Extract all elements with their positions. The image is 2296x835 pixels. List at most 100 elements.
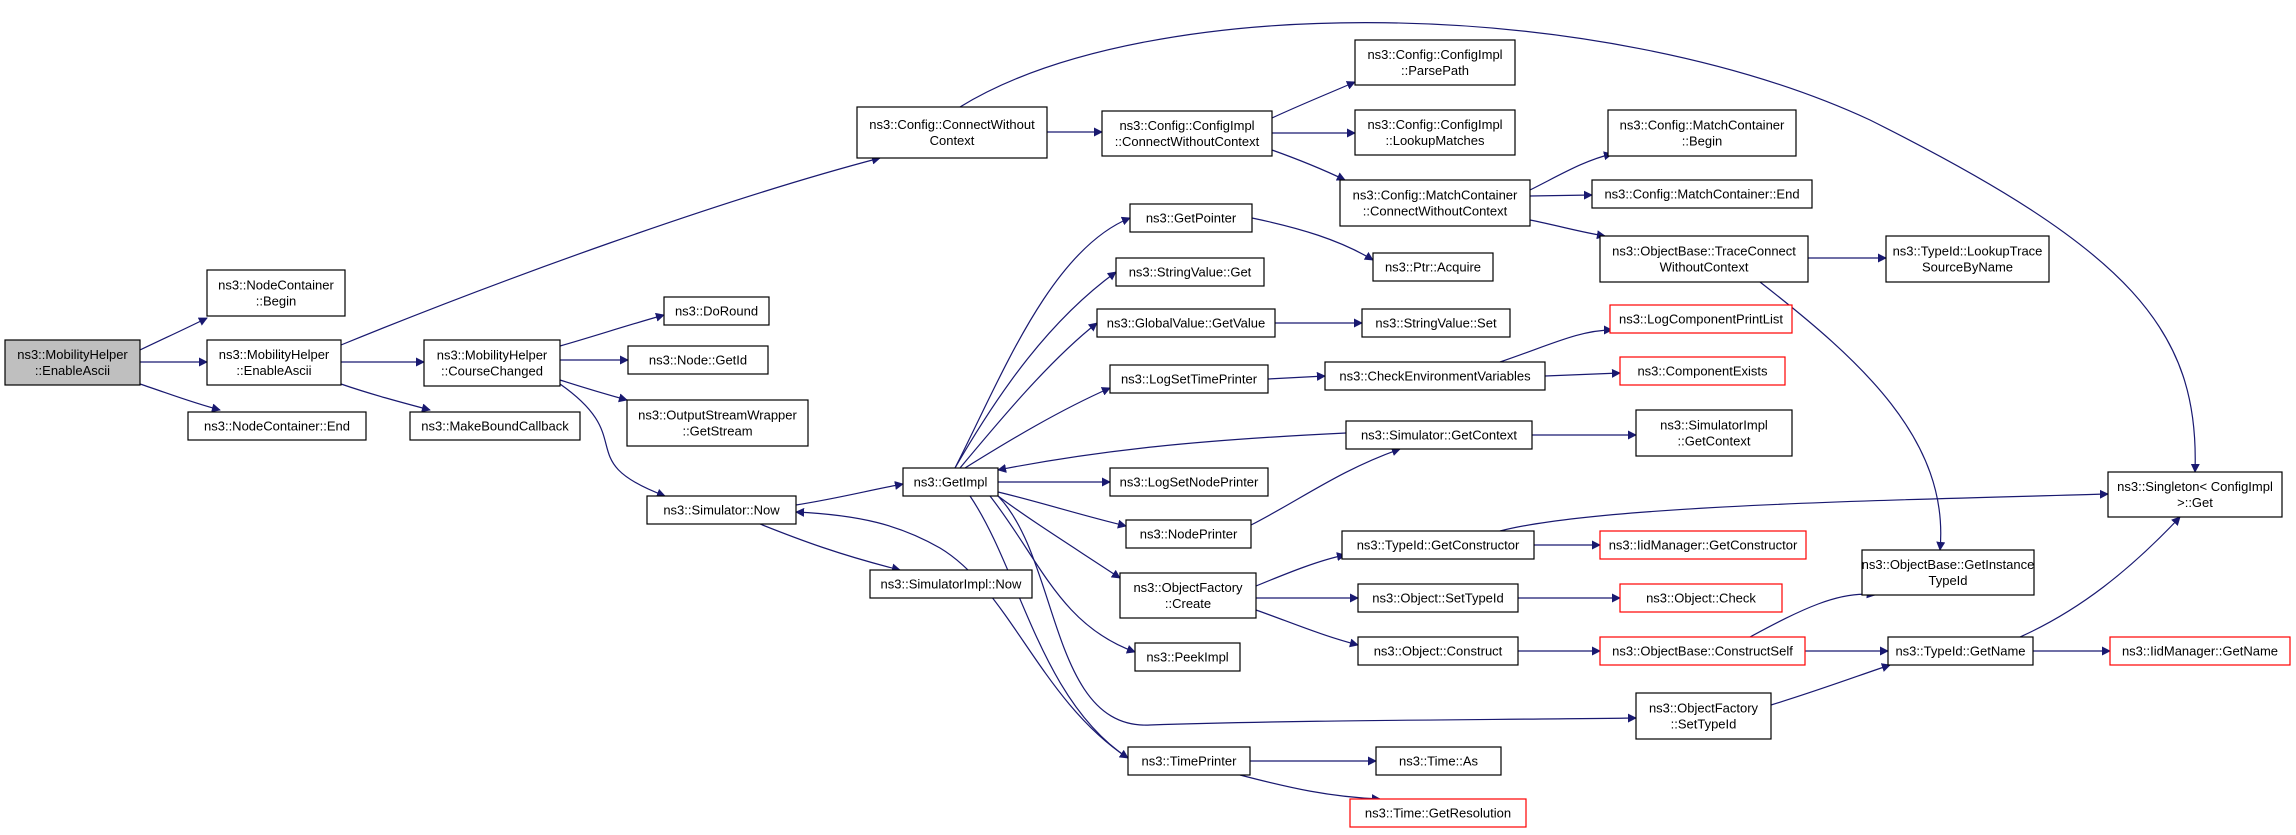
function-node[interactable]: ns3::Ptr::Acquire xyxy=(1372,252,1494,282)
node-label: ns3::Object::Check xyxy=(1646,591,1756,606)
node-box xyxy=(206,269,346,317)
function-node[interactable]: ns3::Config::ConnectWithoutContext xyxy=(856,106,1048,159)
node-label: ::CourseChanged xyxy=(441,364,543,379)
node-box xyxy=(1101,110,1273,157)
node-label: Context xyxy=(930,133,975,148)
node-box xyxy=(1354,39,1516,86)
node-label: ::GetStream xyxy=(682,424,752,439)
node-label: ns3::TypeId::GetName xyxy=(1895,644,2025,659)
call-edge-n4-to-n8 xyxy=(959,22,2200,473)
function-node[interactable]: ns3::MakeBoundCallback xyxy=(409,411,581,441)
function-node[interactable]: ns3::TypeId::GetName xyxy=(1887,636,2034,666)
node-box xyxy=(1591,179,1813,209)
function-node[interactable]: ns3::ObjectFactory::SetTypeId xyxy=(1635,692,1772,740)
function-node[interactable]: ns3::MobilityHelper::EnableAscii xyxy=(4,339,141,386)
node-label: ::ConnectWithoutContext xyxy=(1363,204,1508,219)
function-node[interactable]: ns3::Object::Construct xyxy=(1357,636,1519,666)
call-edge-n13-to-n35 xyxy=(997,491,1127,529)
function-node[interactable]: ns3::ObjectBase::TraceConnectWithoutCont… xyxy=(1599,235,1809,283)
function-node[interactable]: ns3::NodeContainer::End xyxy=(187,411,367,441)
node-box xyxy=(1109,467,1269,497)
node-box xyxy=(1324,361,1546,391)
call-edge-n13-to-n47 xyxy=(969,495,1129,759)
function-node[interactable]: ns3::MobilityHelper::EnableAscii xyxy=(206,339,342,386)
function-node[interactable]: ns3::IidManager::GetName xyxy=(2109,636,2291,666)
node-label: ns3::MobilityHelper xyxy=(437,348,548,363)
node-box xyxy=(1134,642,1241,672)
node-label: ns3::Object::Construct xyxy=(1374,644,1503,659)
node-label: ns3::Node::GetId xyxy=(649,353,747,368)
function-node[interactable]: ns3::SimulatorImpl::Now xyxy=(869,569,1033,599)
function-node[interactable]: ns3::ObjectBase::ConstructSelf xyxy=(1599,636,1806,666)
node-box xyxy=(1375,746,1502,776)
function-node[interactable]: ns3::OutputStreamWrapper::GetStream xyxy=(626,399,809,447)
node-label: ns3::Time::GetResolution xyxy=(1365,806,1511,821)
call-edge-n17-to-n20 xyxy=(1529,219,1606,240)
call-edge-n37-to-n8 xyxy=(1499,489,2109,532)
call-edge-n46-to-n43 xyxy=(1770,663,1891,706)
call-edge-n5-to-n11 xyxy=(559,379,628,403)
call-edge-n12-to-n13 xyxy=(795,481,904,506)
function-node[interactable]: ns3::DoRound xyxy=(663,296,770,326)
node-label: ns3::ObjectBase::TraceConnect xyxy=(1612,244,1796,259)
call-edge-n13-to-n28 xyxy=(964,387,1111,469)
function-node[interactable]: ns3::Simulator::GetContext xyxy=(1345,420,1533,450)
function-node[interactable]: ns3::Time::GetResolution xyxy=(1349,798,1527,828)
function-node[interactable]: ns3::IidManager::GetConstructor xyxy=(1599,530,1807,560)
function-node[interactable]: ns3::NodeContainer::Begin xyxy=(206,269,346,317)
function-node[interactable]: ns3::LogSetNodePrinter xyxy=(1109,467,1269,497)
call-edge-n13-to-n45 xyxy=(989,495,1136,654)
node-label: ns3::Config::ConnectWithout xyxy=(869,117,1035,132)
function-node[interactable]: ns3::Config::ConfigImpl::ParsePath xyxy=(1354,39,1516,86)
truncated-node-box xyxy=(1609,304,1793,334)
node-box xyxy=(1125,519,1252,549)
function-node[interactable]: ns3::Time::As xyxy=(1375,746,1502,776)
function-node[interactable]: ns3::Singleton< ConfigImpl >::Get xyxy=(2107,471,2283,518)
function-node[interactable]: ns3::Config::MatchContainer::Begin xyxy=(1607,109,1797,157)
node-box xyxy=(1607,109,1797,157)
function-node[interactable]: ns3::TypeId::GetConstructor xyxy=(1341,530,1535,560)
function-node[interactable]: ns3::Config::MatchContainer::ConnectWith… xyxy=(1339,179,1531,227)
call-edge-n5-to-n9 xyxy=(559,312,665,347)
function-node[interactable]: ns3::MobilityHelper::CourseChanged xyxy=(423,339,561,387)
function-node[interactable]: ns3::SimulatorImpl::GetContext xyxy=(1635,409,1793,457)
node-label: ::EnableAscii xyxy=(35,363,110,378)
function-node[interactable]: ns3::NodePrinter xyxy=(1125,519,1252,549)
edge-layer xyxy=(139,22,2200,804)
function-node[interactable]: ns3::Node::GetId xyxy=(627,345,769,375)
function-node[interactable]: ns3::ComponentExists xyxy=(1619,356,1786,386)
function-node[interactable]: ns3::LogComponentPrintList xyxy=(1609,304,1793,334)
call-edge-n0-to-n1 xyxy=(139,317,208,351)
node-label: ns3::ComponentExists xyxy=(1637,364,1768,379)
truncated-node-box xyxy=(1599,636,1806,666)
function-node[interactable]: ns3::LogSetTimePrinter xyxy=(1109,364,1269,394)
function-node[interactable]: ns3::Config::MatchContainer::End xyxy=(1591,179,1813,209)
function-node[interactable]: ns3::GetPointer xyxy=(1129,203,1253,233)
node-label: ::GetContext xyxy=(1678,434,1751,449)
call-edge-n20-to-n22 xyxy=(1759,281,1946,551)
function-node[interactable]: ns3::CheckEnvironmentVariables xyxy=(1324,361,1546,391)
node-label: ns3::LogComponentPrintList xyxy=(1619,312,1783,327)
function-node[interactable]: ns3::TimePrinter xyxy=(1127,746,1251,776)
function-node[interactable]: ns3::ObjectFactory::Create xyxy=(1119,572,1257,619)
function-node[interactable]: ns3::GetImpl xyxy=(902,467,999,497)
function-node[interactable]: ns3::StringValue::Set xyxy=(1361,308,1511,338)
call-edge-n0-to-n3 xyxy=(139,383,221,413)
node-box xyxy=(1357,636,1519,666)
function-node[interactable]: ns3::GlobalValue::GetValue xyxy=(1096,308,1276,338)
node-label: ns3::PeekImpl xyxy=(1146,650,1228,665)
function-node[interactable]: ns3::PeekImpl xyxy=(1134,642,1241,672)
node-label: ns3::MobilityHelper xyxy=(17,347,128,362)
function-node[interactable]: ns3::StringValue::Get xyxy=(1115,257,1265,287)
node-label: ns3::ObjectFactory xyxy=(1133,580,1243,595)
truncated-node-box xyxy=(1619,583,1783,613)
function-node[interactable]: ns3::Object::SetTypeId xyxy=(1357,583,1519,613)
truncated-node-box xyxy=(1599,530,1807,560)
function-node[interactable]: ns3::Config::ConfigImpl::LookupMatches xyxy=(1354,109,1516,156)
function-node[interactable]: ns3::Config::ConfigImpl::ConnectWithoutC… xyxy=(1101,110,1273,157)
function-node[interactable]: ns3::Simulator::Now xyxy=(646,495,797,525)
function-node[interactable]: ns3::Object::Check xyxy=(1619,583,1783,613)
node-label: ns3::NodeContainer::End xyxy=(204,419,350,434)
